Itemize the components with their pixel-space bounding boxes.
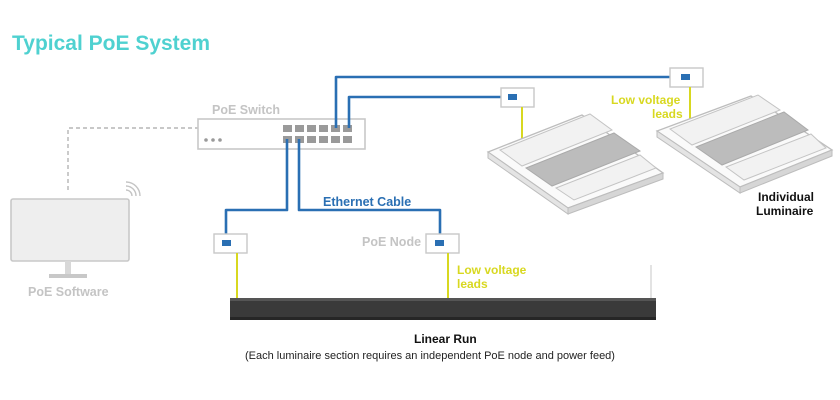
poe-software-label: PoE Software <box>28 285 109 299</box>
linear-run-note: (Each luminaire section requires an inde… <box>245 350 615 362</box>
wireless-icon <box>125 181 141 197</box>
diagram-title: Typical PoE System <box>12 32 210 55</box>
ethernet-cable-label: Ethernet Cable <box>323 195 411 209</box>
monitor-icon <box>10 198 130 278</box>
low-voltage-label-bottom: Low voltage leads <box>457 263 530 291</box>
linear-run-fixture <box>230 298 656 320</box>
troffer-luminaire-1 <box>486 113 665 215</box>
ethernet-cable-to-linear-node-1 <box>224 139 289 243</box>
ethernet-cable-to-luminaire-1 <box>347 95 513 128</box>
troffer-luminaire-2 <box>655 94 834 194</box>
poe-node-luminaire-1 <box>500 87 535 108</box>
software-link-dashed <box>67 127 198 190</box>
poe-switch-label: PoE Switch <box>212 103 280 117</box>
poe-node-luminaire-2 <box>669 67 704 88</box>
poe-node-linear-2 <box>425 233 460 254</box>
poe-node-linear-1 <box>213 233 248 254</box>
ethernet-cable-to-linear-node-2 <box>297 139 442 243</box>
poe-node-label: PoE Node <box>362 235 421 249</box>
poe-switch <box>197 118 366 150</box>
ethernet-cable-to-luminaire-2 <box>334 75 686 128</box>
low-voltage-label-top: Low voltage leads <box>611 93 684 121</box>
individual-luminaire-label: Individual Luminaire <box>756 190 817 218</box>
linear-run-label: Linear Run <box>414 332 477 346</box>
